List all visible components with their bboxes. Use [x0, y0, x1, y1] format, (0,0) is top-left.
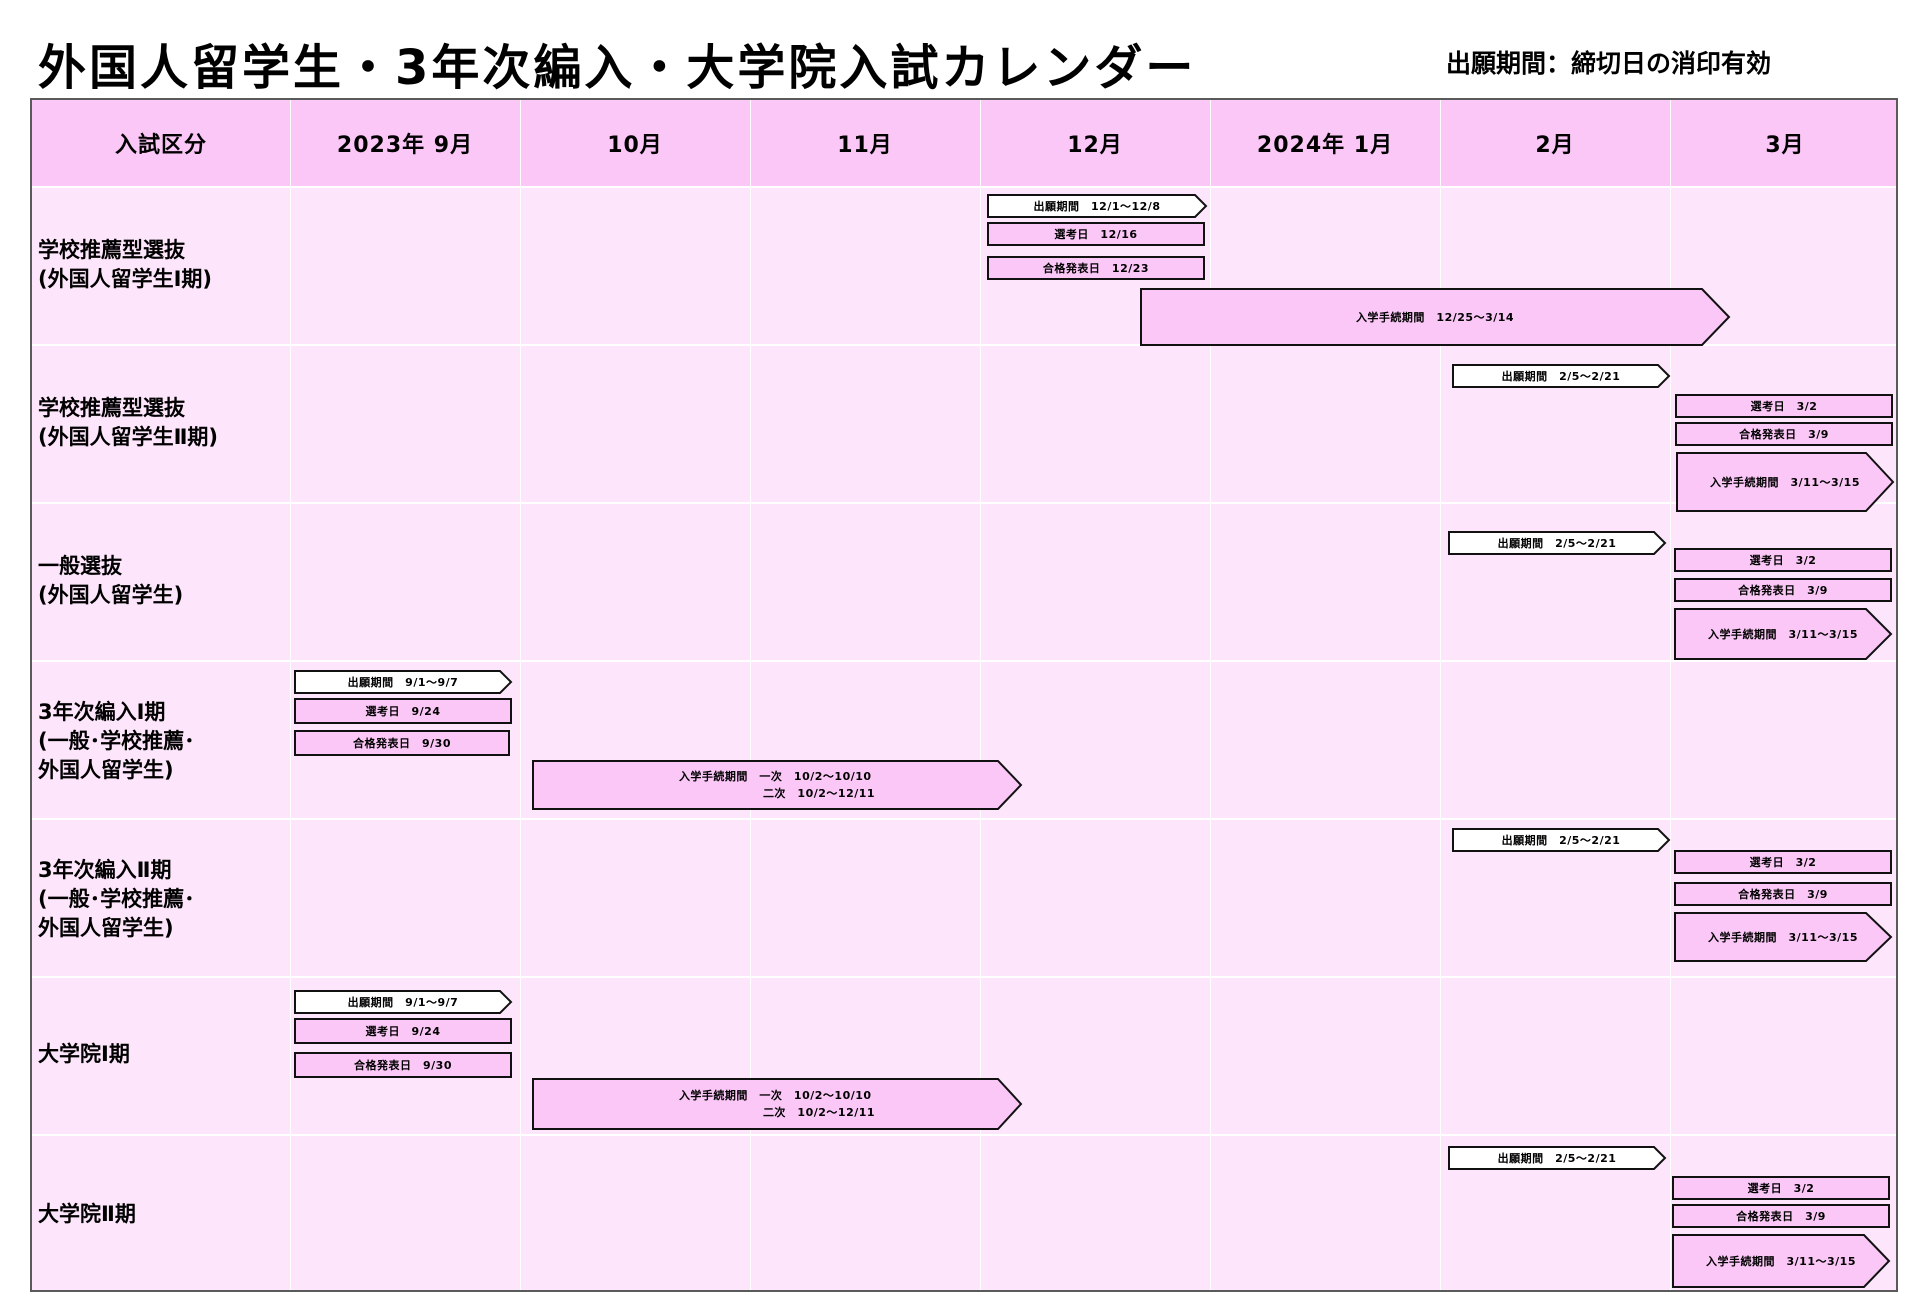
header-month-dec: 12月	[1067, 133, 1123, 158]
enrollment-period-arrow: 入学手続期間 3/11～3/15	[1672, 1234, 1891, 1288]
result-date-box: 合格発表日 9/30	[294, 730, 510, 756]
column-divider	[520, 100, 521, 1290]
application-period-arrow: 出願期間 9/1～9/7	[294, 990, 513, 1014]
exam-calendar-grid: 入試区分 2023年 9月 10月 11月 12月 2024年 1月 2月 3月…	[30, 98, 1898, 1292]
exam-date-box: 選考日 3/2	[1674, 548, 1892, 572]
header-month-oct: 10月	[607, 133, 663, 158]
exam-date-box: 選考日 9/24	[294, 698, 512, 724]
header-row	[32, 100, 1896, 186]
column-divider	[1670, 100, 1671, 1290]
application-period-arrow: 出願期間 9/1～9/7	[294, 670, 513, 694]
deadline-note: 出願期間：締切日の消印有効	[1446, 49, 1772, 78]
column-divider	[290, 100, 291, 1290]
row-divider	[32, 344, 1896, 346]
enrollment-period-arrow: 入学手続期間 一次 10/2～10/10 二次 10/2～12/11	[532, 760, 1023, 810]
row-divider	[32, 502, 1896, 504]
row-label-graduate-2: 大学院Ⅱ期	[38, 1202, 136, 1226]
row-divider	[32, 186, 1896, 188]
enrollment-period-arrow: 入学手続期間 3/11～3/15	[1676, 452, 1895, 512]
row-divider	[32, 1134, 1896, 1136]
header-month-sep-2023: 2023年 9月	[336, 133, 474, 158]
result-date-box: 合格発表日 12/23	[987, 256, 1205, 280]
row-label-transfer-2: 3年次編入Ⅱ期 (一般･学校推薦･ 外国人留学生)	[38, 858, 195, 940]
application-period-arrow: 出願期間 12/1～12/8	[987, 194, 1208, 218]
column-divider	[1440, 100, 1441, 1290]
application-period-arrow: 出願期間 2/5～2/21	[1452, 364, 1671, 388]
enrollment-period-arrow: 入学手続期間 3/11～3/15	[1674, 608, 1893, 660]
exam-date-box: 選考日 3/2	[1674, 850, 1892, 874]
exam-date-box: 選考日 9/24	[294, 1018, 512, 1044]
row-label-school-rec-intl-1: 学校推薦型選抜 (外国人留学生Ⅰ期)	[38, 238, 213, 291]
column-divider	[1210, 100, 1211, 1290]
enrollment-period-arrow: 入学手続期間 3/11～3/15	[1674, 912, 1893, 962]
column-divider	[980, 100, 981, 1290]
header-category: 入試区分	[114, 133, 207, 158]
application-period-arrow: 出願期間 2/5～2/21	[1452, 828, 1671, 852]
application-period-arrow: 出願期間 2/5～2/21	[1448, 531, 1667, 555]
page-title: 外国人留学生・3年次編入・大学院入試カレンダー	[38, 40, 1197, 96]
exam-date-box: 選考日 3/2	[1675, 394, 1893, 418]
result-date-box: 合格発表日 3/9	[1672, 1204, 1890, 1228]
exam-date-box: 選考日 3/2	[1672, 1176, 1890, 1200]
header-month-jan-2024: 2024年 1月	[1256, 133, 1394, 158]
result-date-box: 合格発表日 3/9	[1674, 882, 1892, 906]
exam-date-box: 選考日 12/16	[987, 222, 1205, 246]
header-month-mar: 3月	[1765, 133, 1805, 158]
row-divider	[32, 660, 1896, 662]
row-divider	[32, 818, 1896, 820]
column-divider	[750, 100, 751, 1290]
enrollment-period-arrow: 入学手続期間 一次 10/2～10/10 二次 10/2～12/11	[532, 1078, 1023, 1130]
row-label-school-rec-intl-2: 学校推薦型選抜 (外国人留学生Ⅱ期)	[38, 396, 219, 449]
row-label-transfer-1: 3年次編入Ⅰ期 (一般･学校推薦･ 外国人留学生)	[38, 700, 195, 782]
result-date-box: 合格発表日 9/30	[294, 1052, 512, 1078]
row-label-general-intl: 一般選抜 (外国人留学生)	[38, 554, 184, 607]
result-date-box: 合格発表日 3/9	[1674, 578, 1892, 602]
application-period-arrow: 出願期間 2/5～2/21	[1448, 1146, 1667, 1170]
row-label-graduate-1: 大学院Ⅰ期	[38, 1042, 130, 1066]
result-date-box: 合格発表日 3/9	[1675, 422, 1893, 446]
header-month-nov: 11月	[837, 133, 893, 158]
header-month-feb: 2月	[1535, 133, 1575, 158]
row-divider	[32, 976, 1896, 978]
enrollment-period-arrow: 入学手続期間 12/25～3/14	[1140, 288, 1731, 346]
